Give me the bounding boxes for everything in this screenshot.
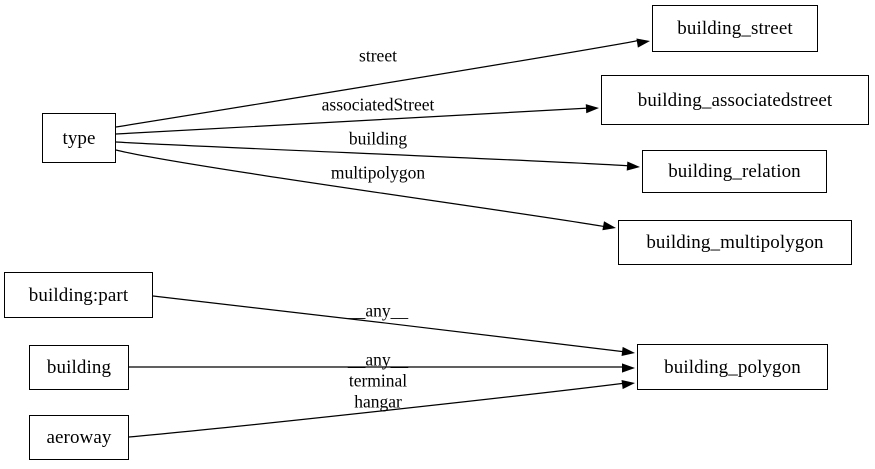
edge-label-type-street: street — [359, 45, 397, 66]
node-building_street[interactable]: building_street — [652, 5, 818, 52]
node-type[interactable]: type — [42, 113, 116, 163]
edge-label-type-multipolygon: multipolygon — [330, 162, 426, 183]
edge-label-part-any: __any__ — [347, 300, 409, 321]
node-building[interactable]: building — [29, 345, 129, 390]
edge-type-multipolygon — [115, 149, 608, 228]
arrow-building-associatedstreet-icon — [585, 104, 599, 114]
edge-label-building-any: __any__ — [347, 349, 409, 370]
edge-type-building — [115, 141, 632, 167]
node-building_associatedstreet[interactable]: building_associatedstreet — [601, 75, 869, 125]
edge-type-street — [115, 39, 642, 128]
edge-type-associatedstreet — [115, 107, 591, 135]
arrow-polygon-bottom-icon — [621, 380, 635, 390]
arrow-building-relation-icon — [626, 161, 640, 171]
edge-label-aeroway-terminal: terminal — [348, 370, 408, 391]
node-building_polygon[interactable]: building_polygon — [637, 344, 828, 390]
arrow-building-multipolygon-icon — [602, 221, 616, 231]
node-aeroway[interactable]: aeroway — [29, 415, 129, 460]
edge-label-type-associatedstreet: associatedStreet — [321, 94, 435, 115]
edge-label-aeroway-hangar: hangar — [354, 391, 402, 412]
arrow-building-street-icon — [636, 38, 650, 48]
node-building_multipolygon[interactable]: building_multipolygon — [618, 220, 852, 265]
arrow-polygon-top-icon — [621, 346, 635, 356]
edge-label-type-building: building — [348, 128, 408, 149]
node-building_relation[interactable]: building_relation — [642, 150, 827, 193]
arrow-polygon-mid-icon — [622, 363, 635, 373]
edge-part-any — [152, 295, 627, 353]
node-building_part[interactable]: building:part — [4, 272, 153, 318]
edge-aeroway-terminal — [128, 382, 627, 438]
